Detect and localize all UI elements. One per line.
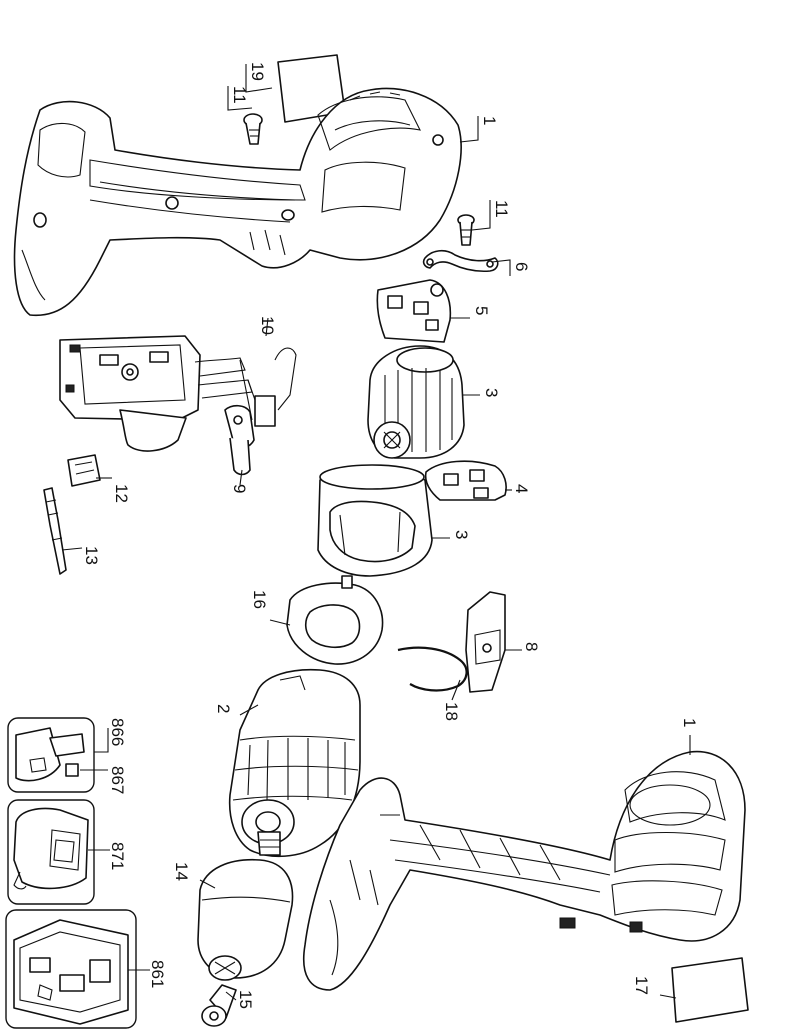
part-13-bit: [43, 487, 67, 575]
callout-866: 866: [108, 718, 127, 746]
callout-2: 2: [214, 704, 233, 713]
part-8-cover-plate: [465, 591, 506, 693]
callout-9: 9: [230, 484, 249, 493]
callout-10: 10: [258, 316, 277, 335]
callout-18: 16: [250, 590, 269, 609]
leader-lines: [61, 64, 691, 1001]
callout-12: 12: [112, 484, 131, 503]
part-10-switch-assembly: [59, 335, 297, 452]
part-16-label-sheet: [671, 957, 749, 1023]
part-1-housing-bottom: [303, 750, 746, 991]
part-18-plate: [286, 575, 384, 665]
callout-1-top: 1: [480, 116, 499, 125]
callout-7: 6: [512, 262, 531, 271]
part-6-brush-holder: [376, 279, 452, 343]
part-2-transmission: [228, 668, 361, 858]
part-19-wire-spring: [397, 646, 468, 692]
callout-14: 14: [172, 862, 191, 881]
part-1-housing-top: [13, 87, 462, 317]
callout-13: 13: [82, 546, 101, 565]
part-3-motor: [367, 345, 465, 459]
callout-11-top: 11: [230, 86, 249, 104]
part-5-brush-holder-lower: [424, 460, 507, 501]
callout-867: 867: [108, 766, 127, 794]
callout-17: 19: [248, 62, 267, 81]
callout-871: 871: [108, 842, 127, 870]
inset-871: [7, 799, 95, 905]
callout-5: 4: [512, 484, 531, 493]
callout-11-right: 11: [492, 200, 511, 218]
callout-861: 861: [148, 960, 167, 988]
part-11-screw-right: [457, 214, 475, 246]
part-7-clip: [422, 249, 499, 273]
inset-861: [5, 909, 137, 1029]
part-4-field-ring: [317, 464, 433, 577]
callout-4: 3: [452, 530, 471, 539]
inset-866-867: [7, 717, 95, 793]
callout-19: 18: [442, 702, 461, 721]
callout-3: 3: [482, 388, 501, 397]
callout-1-bottom: 1: [680, 718, 699, 727]
callout-8: 8: [522, 642, 541, 651]
callout-6: 5: [472, 306, 491, 315]
part-15-chuck-screw: [201, 984, 237, 1027]
part-11-screw-top: [243, 113, 263, 145]
callout-16: 17: [632, 976, 651, 995]
part-14-chuck: [197, 858, 294, 981]
callout-labels: 19 11 1 11 6 5 10 3 12 9 4 3 13 16 8 18 …: [82, 62, 699, 1009]
part-9-lever: [224, 404, 255, 476]
part-12-clip: [67, 454, 101, 487]
callout-15: 15: [236, 990, 255, 1009]
